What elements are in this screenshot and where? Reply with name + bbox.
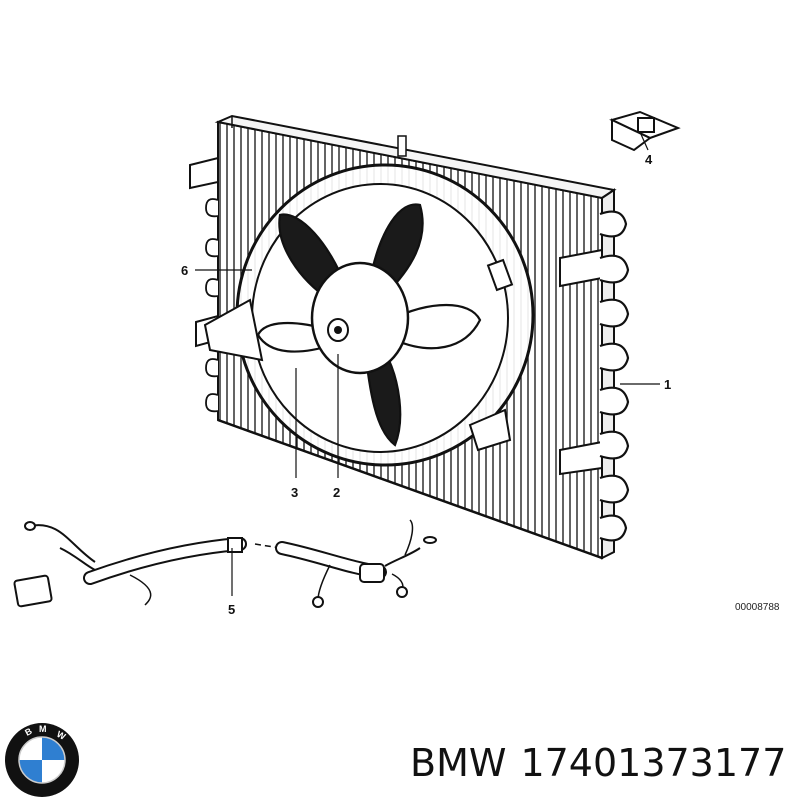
svg-text:B: B [23, 726, 34, 738]
callout-4: 4 [645, 152, 653, 167]
drawing-code: 00008788 [735, 602, 780, 613]
callout-1: 1 [664, 377, 671, 392]
fan-motor-hub [310, 261, 410, 375]
wiring-harness [29, 519, 421, 606]
callout-5: 5 [228, 602, 235, 617]
left-tube-ends [205, 198, 219, 413]
retaining-clip [609, 110, 681, 152]
bmw-logo: B M W [5, 723, 79, 797]
callout-3: 3 [291, 485, 298, 500]
svg-text:M: M [39, 724, 47, 734]
callout-6: 6 [181, 263, 188, 278]
part-number: 17401373177 [520, 741, 787, 785]
brand-name: BMW [410, 741, 507, 785]
leader-lines [195, 131, 660, 596]
harness-terminals [13, 521, 437, 608]
part-caption: BMW 17401373177 [410, 738, 790, 788]
callout-2: 2 [333, 485, 340, 500]
tube-bends [599, 210, 630, 542]
